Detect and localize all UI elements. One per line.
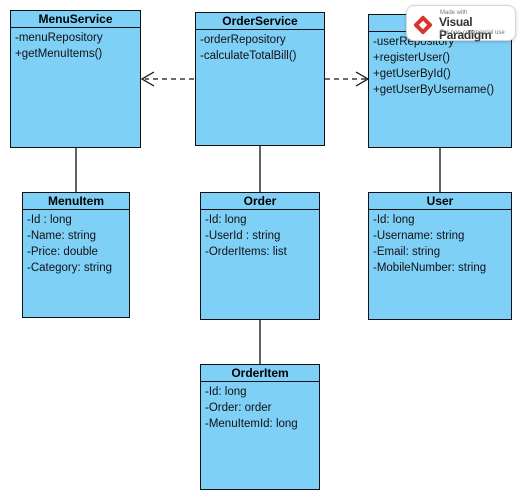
member: -MenuItemId: long	[205, 418, 298, 430]
member: +getMenuItems()	[15, 48, 103, 60]
member: -UserId : string	[205, 230, 281, 242]
member: -Id: long	[205, 214, 247, 226]
class-name: OrderItem	[201, 365, 319, 382]
member-list: -Id: long -Username: string -Email: stri…	[369, 210, 511, 276]
member-list: -menuRepository +getMenuItems()	[11, 28, 140, 62]
member: +registerUser()	[373, 52, 451, 64]
class-order-service[interactable]: OrderService -orderRepository -calculate…	[195, 12, 325, 146]
watermark-note: For non-commercial use	[440, 30, 505, 36]
member: -Id : long	[27, 214, 72, 226]
member: -Id: long	[373, 214, 415, 226]
member: -Email: string	[373, 246, 441, 258]
member: +getUserByUsername()	[373, 84, 495, 96]
member: -Username: string	[373, 230, 465, 242]
member: -Id: long	[205, 386, 247, 398]
member: -orderRepository	[200, 34, 286, 46]
member: -Price: double	[27, 246, 98, 258]
class-name: MenuItem	[23, 193, 129, 210]
watermark-made-with: Made with	[440, 10, 468, 16]
class-name: User	[369, 193, 511, 210]
member-list: -Id: long -UserId : string -OrderItems: …	[201, 210, 319, 260]
arrowhead-menu-service-icon	[140, 71, 155, 87]
class-name: MenuService	[11, 11, 140, 28]
member: -menuRepository	[15, 32, 103, 44]
visual-paradigm-logo-icon	[413, 15, 433, 35]
watermark-brand: Visual Paradigm	[439, 15, 492, 42]
member-list: -Id : long -Name: string -Price: double …	[23, 210, 129, 276]
member: -OrderItems: list	[205, 246, 287, 258]
class-name: OrderService	[196, 13, 324, 30]
member: +getUserById()	[373, 68, 451, 80]
class-order-item[interactable]: OrderItem -Id: long -Order: order -MenuI…	[200, 364, 320, 490]
member: -Category: string	[27, 262, 113, 274]
class-order[interactable]: Order -Id: long -UserId : string -OrderI…	[200, 192, 320, 320]
class-menu-service[interactable]: MenuService -menuRepository +getMenuItem…	[10, 10, 141, 148]
member: -MobileNumber: string	[373, 262, 487, 274]
member-list: -orderRepository -calculateTotalBill()	[196, 30, 324, 64]
visual-paradigm-watermark: Made with Visual Paradigm For non-commer…	[406, 5, 516, 42]
class-menu-item[interactable]: MenuItem -Id : long -Name: string -Price…	[22, 192, 130, 318]
member: -calculateTotalBill()	[200, 50, 297, 62]
class-name: Order	[201, 193, 319, 210]
class-user[interactable]: User -Id: long -Username: string -Email:…	[368, 192, 512, 320]
member: -Order: order	[205, 402, 272, 414]
member-list: -Id: long -Order: order -MenuItemId: lon…	[201, 382, 319, 432]
member: -Name: string	[27, 230, 97, 242]
